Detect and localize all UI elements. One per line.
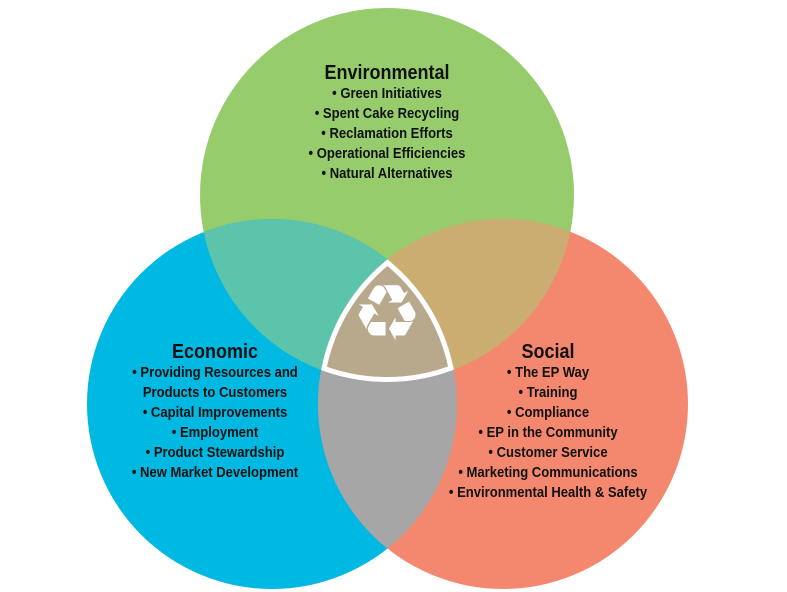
environmental-list-item: • Green Initiatives bbox=[332, 86, 442, 102]
social-list-item: • The EP Way bbox=[506, 365, 590, 381]
center-overlap bbox=[318, 219, 457, 382]
economic-list-item: Products to Customers bbox=[142, 385, 288, 401]
environmental-list-item: • Spent Cake Recycling bbox=[314, 106, 460, 122]
social-block: Social • The EP Way • Training • Complianc… bbox=[445, 341, 652, 503]
economic-list-item: • Product Stewardship bbox=[145, 445, 285, 461]
social-list-item: • Marketing Communications bbox=[458, 465, 638, 481]
social-list-item: • Environmental Health & Safety bbox=[448, 485, 648, 501]
environmental-list-item: • Operational Efficiencies bbox=[308, 146, 466, 162]
environmental-block: Environmental • Green Initiatives • Spent… bbox=[297, 62, 477, 184]
environmental-list-item: • Reclamation Efforts bbox=[321, 126, 453, 142]
social-list-item: • Training bbox=[518, 385, 578, 401]
social-list-item: • Compliance bbox=[506, 405, 590, 421]
economic-list-item: • Providing Resources and bbox=[132, 365, 298, 381]
economic-list-item: • Employment bbox=[171, 425, 259, 441]
social-list-item: • EP in the Community bbox=[478, 425, 618, 441]
economic-list-item: • Capital Improvements bbox=[142, 405, 288, 421]
economic-list-item: • New Market Development bbox=[131, 465, 299, 481]
environmental-title: Environmental bbox=[324, 62, 450, 84]
economic-title: Economic bbox=[171, 341, 259, 363]
social-title: Social bbox=[521, 341, 575, 363]
environmental-list-item: • Natural Alternatives bbox=[321, 166, 453, 182]
recycle-icon: ♻ bbox=[352, 269, 422, 359]
social-list-item: • Customer Service bbox=[488, 445, 608, 461]
